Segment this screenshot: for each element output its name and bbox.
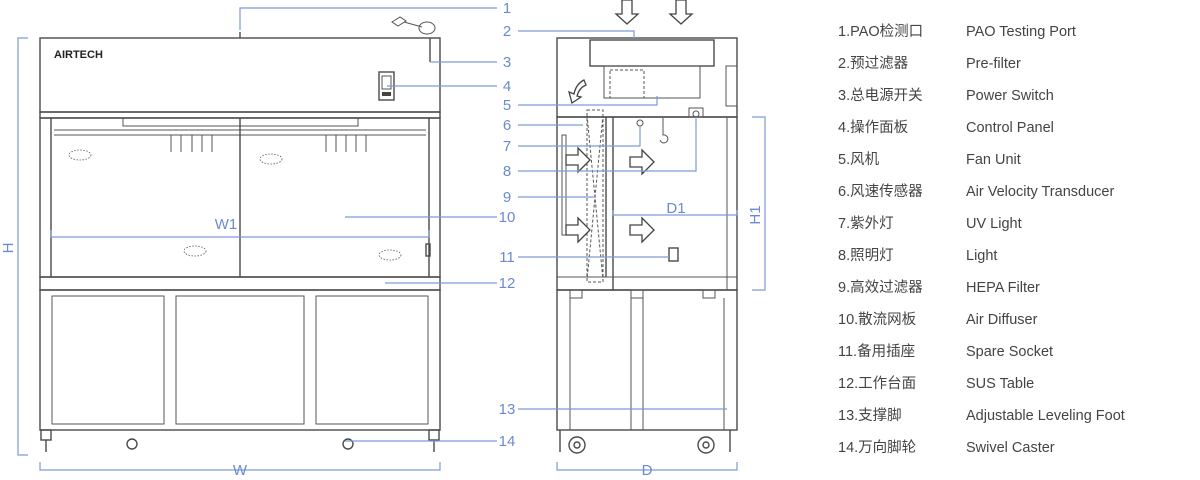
callout-number: 1 (503, 0, 511, 17)
prefilter (589, 39, 715, 67)
front-view: AIRTECH (39, 16, 441, 452)
legend-label-zh: 9.高效过滤器 (838, 279, 923, 296)
legend-item: 12.工作台面 SUS Table (838, 375, 1034, 392)
legend-item: 2.预过滤器 Pre-filter (838, 55, 1021, 72)
legend-item: 7.紫外灯 UV Light (838, 215, 1022, 232)
casters (40, 429, 440, 452)
legend-label-en: Light (966, 248, 997, 264)
fan-unit (609, 69, 645, 99)
dimension-lines: H W W1 D D1 H1 (0, 37, 766, 479)
dim-h1-label: H1 (747, 205, 764, 224)
base-stand (39, 289, 441, 431)
legend-label-zh: 1.PAO检测口 (838, 23, 923, 40)
legend-item: 11.备用插座 Spare Socket (838, 343, 1053, 360)
legend-item: 8.照明灯 Light (838, 247, 997, 264)
legend-label-en: Control Panel (966, 120, 1054, 136)
power-switch-plug (391, 16, 436, 62)
airflow-in-arrow (668, 0, 694, 25)
legend-item: 4.操作面板 Control Panel (838, 118, 1054, 136)
legend-label-en: Adjustable Leveling Foot (966, 408, 1125, 424)
sus-table (39, 276, 441, 291)
callout-number: 5 (503, 97, 511, 114)
airflow-in-arrow (614, 0, 640, 25)
legend-item: 14.万向脚轮 Swivel Caster (838, 439, 1055, 456)
legend-label-en: Pre-filter (966, 56, 1021, 72)
legend-label-en: HEPA Filter (966, 280, 1040, 296)
legend-item: 3.总电源开关 Power Switch (838, 87, 1054, 104)
legend-label-zh: 13.支撑脚 (838, 407, 902, 424)
dim-h-label: H (0, 243, 17, 254)
legend-label-zh: 2.预过滤器 (838, 55, 909, 72)
legend-label-en: PAO Testing Port (966, 24, 1076, 40)
dim-d1-label: D1 (666, 200, 685, 217)
callout-number: 14 (499, 433, 516, 450)
legend-label-en: Spare Socket (966, 344, 1053, 360)
legend-item: 13.支撑脚 Adjustable Leveling Foot (838, 407, 1125, 424)
hepa-filter (586, 109, 604, 283)
side-casters (559, 430, 731, 454)
legend-label-zh: 6.风速传感器 (838, 183, 923, 200)
legend-item: 1.PAO检测口 PAO Testing Port (838, 23, 1076, 40)
legend-label-en: Air Diffuser (966, 312, 1038, 328)
side-view (556, 0, 738, 454)
legend-item: 10.散流网板 Air Diffuser (838, 310, 1038, 328)
callout-number: 4 (503, 78, 511, 95)
legend-label-zh: 4.操作面板 (838, 118, 909, 136)
legend-label-en: Fan Unit (966, 152, 1021, 168)
callout-number: 13 (499, 401, 516, 418)
callout-number: 3 (503, 54, 511, 71)
legend-label-zh: 10.散流网板 (838, 310, 917, 328)
legend-label-en: Air Velocity Transducer (966, 184, 1114, 200)
callout-number: 10 (499, 209, 516, 226)
callout-number: 8 (503, 163, 511, 180)
diffuser-holes (68, 149, 402, 261)
hook (659, 118, 669, 144)
legend-item: 5.风机 Fan Unit (838, 151, 1021, 168)
dim-w1-label: W1 (215, 216, 238, 233)
callout-number: 11 (499, 249, 515, 266)
callout-number: 2 (503, 23, 511, 40)
uv-light (636, 119, 644, 127)
legend-label-en: Swivel Caster (966, 440, 1055, 456)
legend-label-en: Power Switch (966, 88, 1054, 104)
legend-item: 9.高效过滤器 HEPA Filter (838, 279, 1040, 296)
legend-label-zh: 3.总电源开关 (838, 87, 923, 104)
legend-label-zh: 7.紫外灯 (838, 215, 894, 232)
side-socket (668, 247, 679, 262)
legend-label-en: UV Light (966, 216, 1022, 232)
legend-label-zh: 12.工作台面 (838, 375, 916, 392)
spare-socket (425, 243, 431, 257)
legend: 1.PAO检测口 PAO Testing Port 2.预过滤器 Pre-filter… (838, 23, 1125, 456)
legend-label-zh: 11.备用插座 (838, 343, 915, 360)
light (688, 107, 704, 118)
brand-logo: AIRTECH (54, 49, 103, 61)
dim-w-label: W (233, 462, 248, 479)
legend-label-zh: 14.万向脚轮 (838, 439, 916, 456)
side-base (556, 289, 738, 431)
legend-label-en: SUS Table (966, 376, 1034, 392)
callout-leaders (239, 7, 727, 442)
callout-number: 7 (503, 138, 511, 155)
airflow-curve-arrow (568, 79, 587, 105)
legend-label-zh: 5.风机 (838, 151, 880, 168)
callout-number: 6 (503, 117, 511, 134)
legend-item: 6.风速传感器 Air Velocity Transducer (838, 183, 1114, 200)
callout-number: 9 (503, 189, 511, 206)
dim-d-label: D (642, 462, 653, 479)
legend-label-zh: 8.照明灯 (838, 247, 894, 264)
callout-number: 12 (499, 275, 516, 292)
